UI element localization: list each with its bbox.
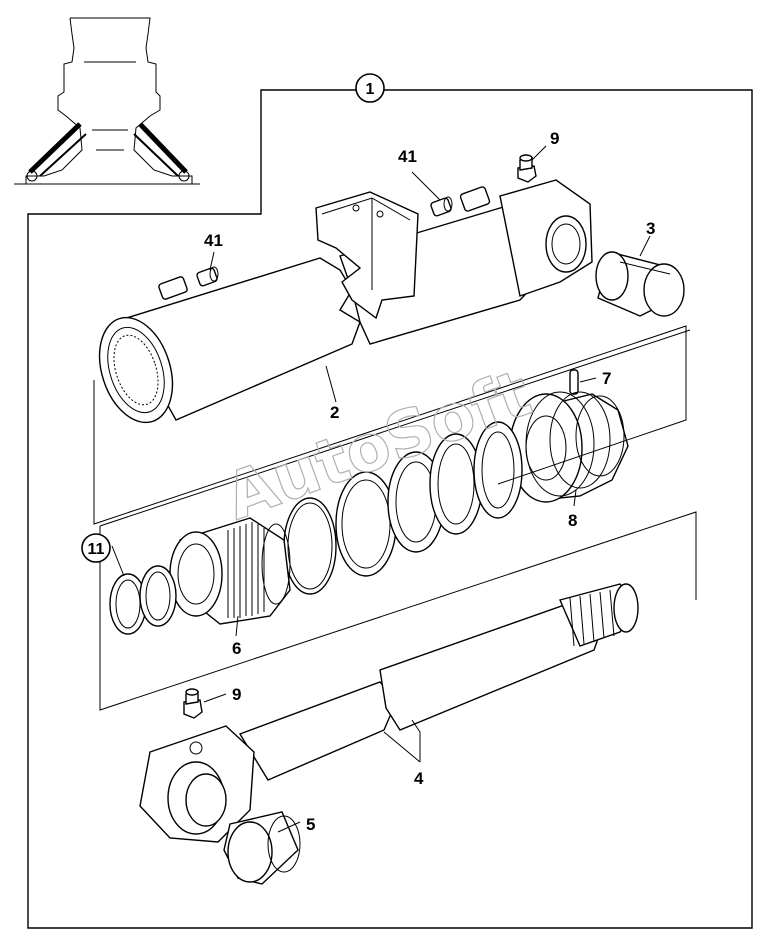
wiper-seals-11 — [109, 565, 177, 635]
fitting-41-left — [196, 266, 219, 287]
callout-9-top: 9 — [550, 129, 559, 148]
callout-assembly: 1 — [355, 73, 385, 103]
callout-11: 11 — [81, 533, 111, 563]
bush-3 — [595, 251, 685, 317]
assembly-guide-lines — [93, 325, 697, 711]
seal-rings — [283, 421, 523, 595]
callout-4: 4 — [414, 769, 424, 788]
piston-rod — [139, 583, 639, 843]
diagram-frame — [27, 89, 753, 929]
location-inset — [14, 17, 200, 185]
callout-8: 8 — [568, 511, 577, 530]
callout-9-bottom: 9 — [232, 685, 241, 704]
callout-41-left: 41 — [204, 231, 223, 250]
svg-text:11: 11 — [88, 541, 105, 558]
cylinder-barrel — [98, 179, 593, 424]
callout-6: 6 — [232, 639, 241, 658]
svg-text:1: 1 — [366, 81, 375, 98]
callout-2: 2 — [330, 403, 339, 422]
pin-7 — [569, 369, 579, 395]
callout-7: 7 — [602, 369, 611, 388]
piston-8 — [509, 391, 629, 503]
leader-lines — [111, 145, 651, 833]
gland-6 — [169, 517, 291, 625]
grease-nipple-top — [517, 154, 537, 183]
callout-41-right: 41 — [398, 147, 417, 166]
grease-nipple-bottom — [183, 688, 203, 719]
callout-5: 5 — [306, 815, 315, 834]
callout-3: 3 — [646, 219, 655, 238]
fitting-41-right — [430, 196, 453, 217]
bush-5 — [223, 811, 301, 885]
